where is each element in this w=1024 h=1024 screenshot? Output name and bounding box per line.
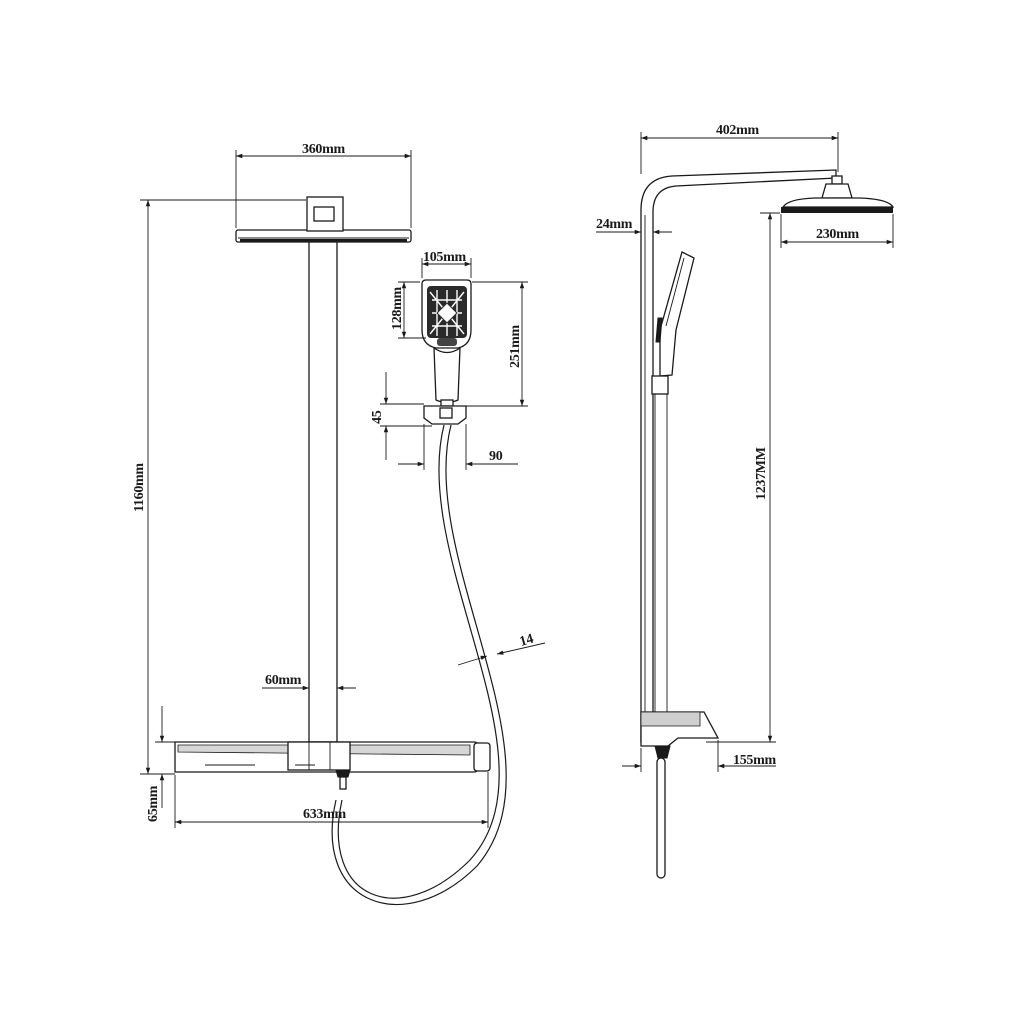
label-head-side-width: 230mm [816, 227, 859, 242]
hand-shower-side [651, 251, 695, 742]
label-arm-projection: 402mm [716, 123, 759, 138]
front-dimension-lines [140, 150, 546, 828]
label-valve-width: 633mm [303, 807, 346, 822]
label-hose-diameter: 14 [518, 632, 535, 650]
rain-head-side [781, 175, 895, 213]
shower-hose [337, 424, 500, 899]
label-valve-height: 65mm [146, 785, 161, 822]
riser-arm-side [640, 169, 837, 743]
label-handset-face: 128mm [390, 287, 405, 330]
side-dimension-lines [596, 132, 894, 772]
hand-shower [421, 279, 472, 425]
shelf-valve-front [174, 741, 491, 790]
label-handset-width: 105mm [423, 250, 466, 265]
label-handset-length: 251mm [508, 325, 523, 368]
label-valve-depth: 155mm [733, 753, 776, 768]
label-side-height: 1237MM [754, 447, 769, 500]
label-riser-width: 60mm [265, 673, 302, 688]
valve-side [640, 711, 720, 879]
label-holder-height: 45 [370, 410, 385, 424]
label-head-width: 360mm [302, 142, 345, 157]
side-view: 402mm 24mm 230mm 1237MM 155mm [596, 123, 895, 879]
rain-head-front [235, 196, 412, 243]
label-overall-height: 1160mm [132, 463, 147, 512]
label-riser-offset: 24mm [596, 217, 633, 232]
riser-pipe-front [308, 241, 338, 743]
label-holder-depth: 90 [489, 449, 503, 464]
front-view: 360mm 1160mm 105mm 128mm 251mm 45 90 14 … [132, 142, 546, 905]
